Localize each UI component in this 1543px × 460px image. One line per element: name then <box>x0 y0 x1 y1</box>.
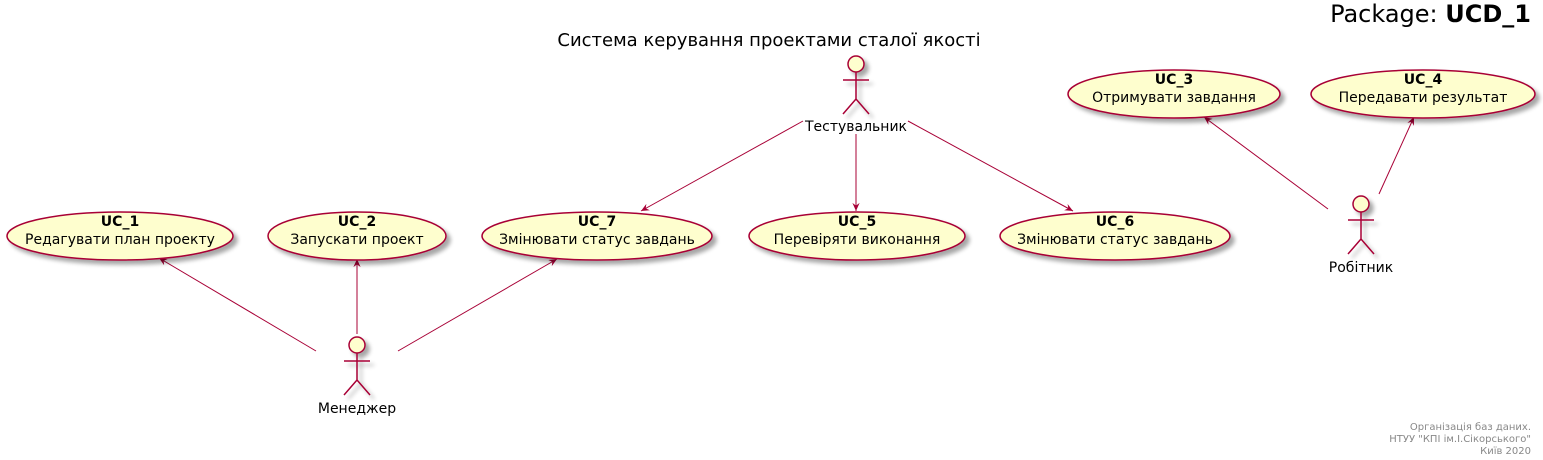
use-case-ellipse <box>267 211 447 261</box>
actor-manager: Менеджер <box>318 336 396 417</box>
footer-line-1: Організація баз даних. <box>1410 421 1531 433</box>
association-manager-uc1 <box>158 257 317 352</box>
footer: Організація баз даних. НТУУ "КПІ ім.І.Сі… <box>1389 421 1531 457</box>
actor-worker: Робітник <box>1329 195 1393 276</box>
use-case-name: UC_4 <box>1404 72 1443 88</box>
package-header: Package: UCD_1 <box>1330 0 1531 28</box>
use-case-name: UC_3 <box>1155 72 1193 88</box>
use-case-name: UC_6 <box>1096 214 1134 230</box>
association-tester-uc7 <box>640 120 804 212</box>
association-links <box>158 116 1415 352</box>
association-worker-uc3 <box>1203 116 1329 210</box>
use-case-name: UC_7 <box>578 214 616 230</box>
use-case-description: Отримувати завдання <box>1092 90 1256 106</box>
actor-figure-icon <box>842 55 870 115</box>
footer-line-3: Київ 2020 <box>1480 446 1531 457</box>
use-case-name: UC_5 <box>838 214 876 230</box>
use-case-ellipse <box>999 211 1231 261</box>
use-case-ellipse <box>1310 69 1536 119</box>
actor-label: Менеджер <box>318 401 396 417</box>
use-case-description: Передавати результат <box>1339 90 1508 106</box>
use-case-description: Перевіряти виконання <box>774 232 941 248</box>
use-case-name: UC_1 <box>101 214 139 230</box>
use-case-name: UC_2 <box>338 214 376 230</box>
use-case-description: Змінювати статус завдань <box>1017 232 1213 248</box>
actor-tester: Тестувальник <box>804 55 907 135</box>
package-name: UCD_1 <box>1445 0 1531 28</box>
association-worker-uc4 <box>1378 116 1415 195</box>
use-case-ellipse <box>6 211 234 261</box>
actor-label: Тестувальник <box>804 119 907 135</box>
use-case-description: Редагувати план проекту <box>25 232 215 248</box>
footer-line-2: НТУУ "КПІ ім.І.Сікорського" <box>1389 433 1531 445</box>
diagram-title: Система керування проектами сталої якост… <box>557 30 980 51</box>
actor-label: Робітник <box>1329 260 1393 276</box>
association-tester-uc6 <box>907 120 1074 212</box>
actor-figure-icon <box>1347 195 1375 255</box>
package-prefix: Package: <box>1330 0 1445 28</box>
use-case-ellipse <box>481 211 713 261</box>
use-case-description: Запускати проект <box>290 232 423 248</box>
use-case-ellipse <box>748 211 966 261</box>
association-manager-uc7 <box>397 258 558 352</box>
use-case-description: Змінювати статус завдань <box>499 232 695 248</box>
use-case-ellipse <box>1067 69 1281 119</box>
actor-figure-icon <box>343 336 371 396</box>
